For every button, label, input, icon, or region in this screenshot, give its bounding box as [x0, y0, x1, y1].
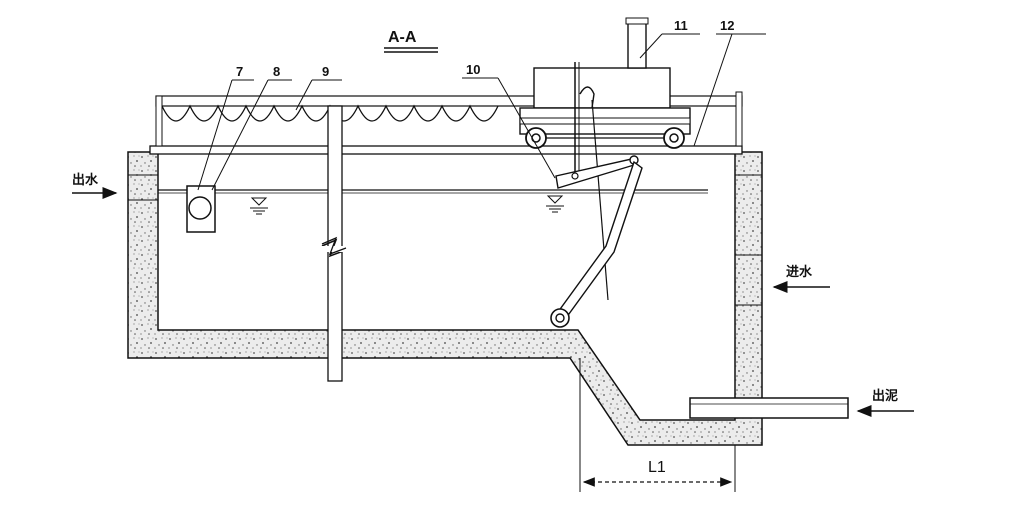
pulley-hook	[579, 86, 595, 109]
callout-9: 9	[322, 64, 329, 79]
dimension-label: L1	[648, 459, 666, 476]
wheel-icon	[525, 127, 547, 149]
wheel-icon	[663, 127, 685, 149]
callout-11: 11	[674, 18, 688, 33]
rail-beam	[149, 145, 743, 155]
water-level-icon	[250, 197, 268, 215]
surface-skimmer-arm	[555, 157, 637, 189]
bridge-deck	[519, 117, 691, 125]
section-title: A-A	[388, 29, 417, 46]
callout-8: 8	[273, 64, 280, 79]
outlet-water-label: 出水	[72, 172, 99, 187]
tank-concrete-structure	[127, 151, 763, 446]
outlet-pipe-circle	[188, 196, 212, 220]
water-level-icon	[546, 195, 564, 213]
callout-12: 12	[720, 18, 734, 33]
scraper-arm	[557, 160, 643, 319]
scraper-pivot	[550, 308, 570, 328]
frame-post-right	[735, 91, 743, 147]
lift-cable	[591, 99, 609, 301]
frame-post-left	[155, 95, 163, 147]
callout-10: 10	[466, 62, 480, 77]
sludge-pipe	[689, 397, 849, 419]
motor-stack	[627, 19, 647, 69]
callout-7: 7	[236, 64, 243, 79]
sludge-out-label: 出泥	[872, 388, 898, 403]
drive-housing	[533, 67, 671, 109]
inlet-water-label: 进水	[786, 264, 813, 279]
motor-cap	[625, 17, 649, 25]
